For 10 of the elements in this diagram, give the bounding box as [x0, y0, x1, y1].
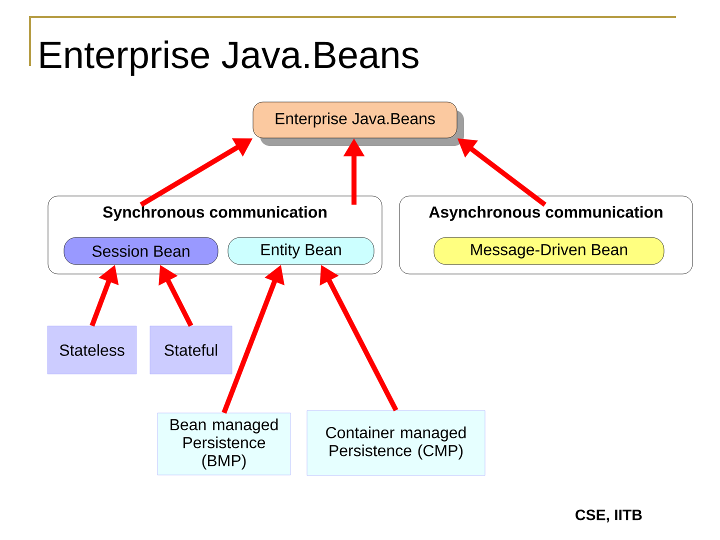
- rounded-box: Session Bean: [64, 237, 218, 265]
- box: Bean managed Persistence (BMP): [157, 412, 291, 476]
- rounded-box: Message-Driven Bean: [434, 237, 664, 265]
- box: Stateful: [150, 326, 232, 374]
- box: Stateless: [47, 326, 137, 374]
- title-box: Enterprise Java.Beans: [252, 102, 458, 138]
- footer-text: CSE, IITB: [576, 510, 642, 522]
- box: Container managed Persistence (CMP): [306, 410, 486, 476]
- rounded-box: Entity Bean: [228, 237, 374, 265]
- slide-title: Enterprise Java.Beans: [40, 40, 418, 76]
